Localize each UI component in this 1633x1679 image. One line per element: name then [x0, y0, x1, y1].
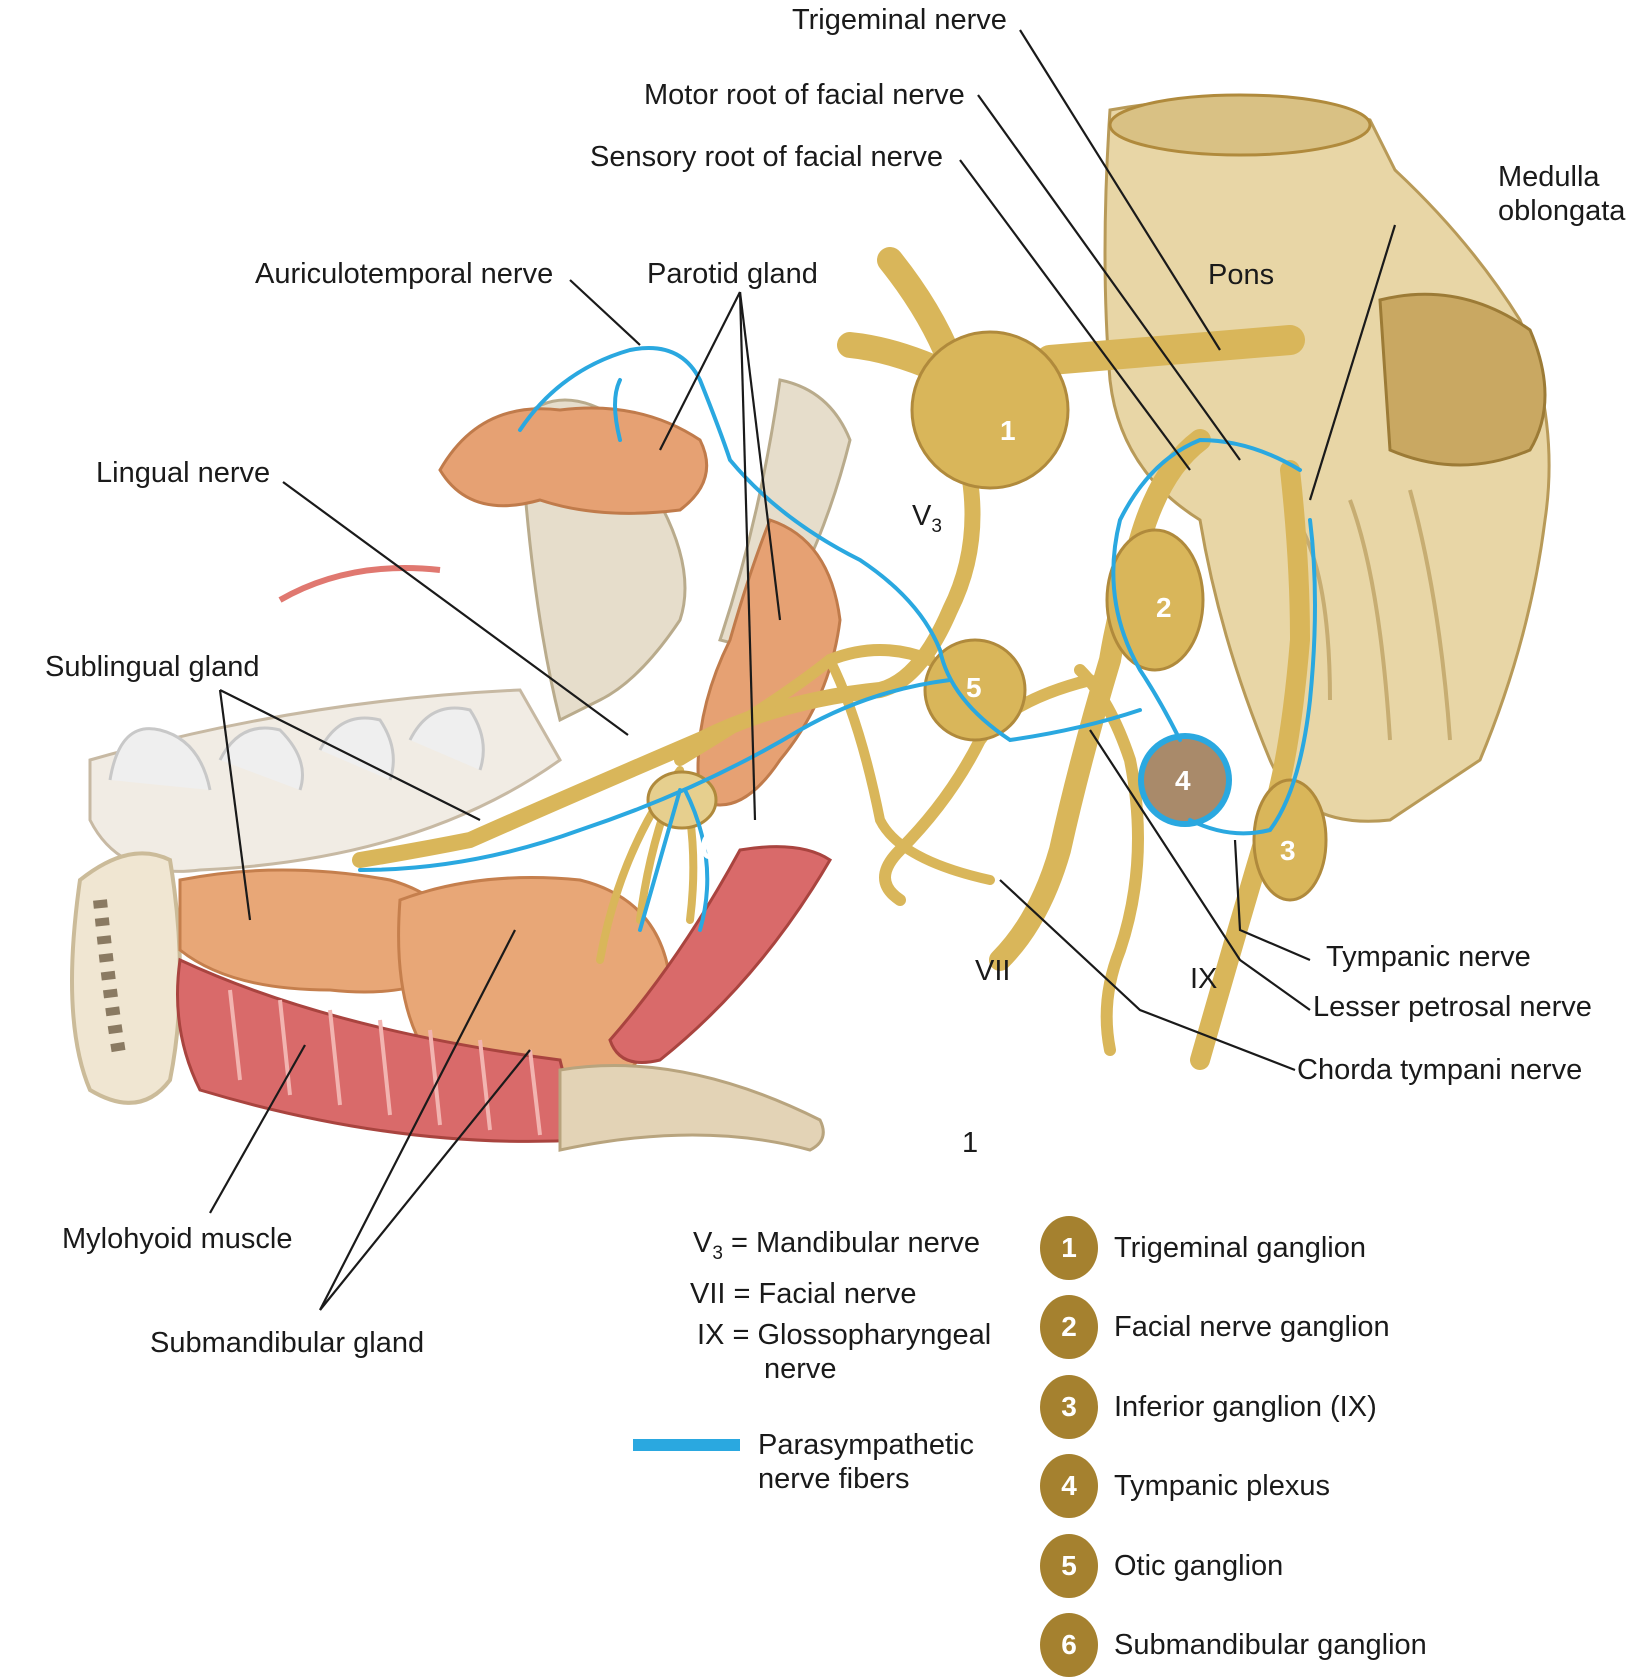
legend-label: Otic ganglion: [1114, 1549, 1284, 1582]
legend-badge: 4: [1040, 1454, 1098, 1518]
label-lingual-nerve: Lingual nerve: [96, 457, 271, 489]
parasympathetic-fibers: [358, 346, 1317, 932]
legend-label: Inferior ganglion (IX): [1114, 1390, 1377, 1423]
mark-ix: IX: [1190, 963, 1218, 995]
leader-lines: [209, 29, 1397, 1311]
label-auriculotemporal-nerve: Auriculotemporal nerve: [255, 258, 554, 290]
label-motor-root: Motor root of facial nerve: [644, 79, 965, 111]
label-sublingual-gland: Sublingual gland: [45, 651, 260, 683]
label-chorda-tympani-nerve: Chorda tympani nerve: [1297, 1054, 1583, 1086]
legend-item: 4 Tympanic plexus: [1040, 1454, 1330, 1518]
muscles: [176, 565, 833, 1152]
ganglion-mark-4: 4: [1175, 765, 1191, 796]
ganglion-mark-1: 1: [1000, 415, 1016, 446]
legend-item: 3 Inferior ganglion (IX): [1040, 1375, 1377, 1439]
ganglion-mark-5: 5: [966, 672, 982, 703]
abbr-ix-cont: nerve: [764, 1353, 837, 1385]
legend-label: Trigeminal ganglion: [1114, 1231, 1367, 1264]
mark-v3: V3: [912, 500, 942, 537]
nerves: [352, 247, 1311, 1070]
legend-badge: 1: [1040, 1216, 1098, 1280]
ganglion-mark-6: 6: [700, 826, 721, 867]
brainstem: [1103, 93, 1551, 823]
ganglion-mark-3: 3: [1280, 835, 1296, 866]
label-medulla-oblongata: Medulla oblongata: [1498, 161, 1626, 227]
legend-label: Submandibular ganglion: [1114, 1628, 1427, 1661]
label-submandibular-gland: Submandibular gland: [150, 1327, 425, 1359]
legend-item: 1 Trigeminal ganglion: [1040, 1216, 1367, 1280]
legend-badge: 2: [1040, 1295, 1098, 1359]
legend-label: Tympanic plexus: [1114, 1469, 1330, 1502]
label-mylohyoid-muscle: Mylohyoid muscle: [62, 1223, 293, 1255]
abbr-v3: V3 = Mandibular nerve: [693, 1227, 981, 1264]
legend-badge: 5: [1040, 1534, 1098, 1598]
legend-badge: 6: [1040, 1613, 1098, 1677]
abbr-ix: IX = Glossopharyngeal: [697, 1319, 992, 1351]
label-trigeminal-nerve: Trigeminal nerve: [792, 4, 1007, 36]
label-parotid-gland: Parotid gland: [647, 258, 818, 290]
ganglion-mark-2: 2: [1156, 592, 1172, 623]
legend-item: 5 Otic ganglion: [1040, 1534, 1284, 1598]
parasympathetic-legend-label: Parasympathetic nerve fibers: [758, 1429, 974, 1495]
label-pons: Pons: [1208, 259, 1275, 291]
abbr-vii: VII = Facial nerve: [690, 1278, 917, 1310]
mark-vii: VII: [975, 955, 1011, 987]
legend-item: 6 Submandibular ganglion: [1040, 1613, 1427, 1677]
legend-label: Facial nerve ganglion: [1114, 1310, 1390, 1343]
label-lesser-petrosal-nerve: Lesser petrosal nerve: [1313, 991, 1592, 1023]
legend-item: 2 Facial nerve ganglion: [1040, 1295, 1390, 1359]
label-tympanic-nerve: Tympanic nerve: [1326, 941, 1531, 973]
label-sensory-root: Sensory root of facial nerve: [590, 141, 944, 173]
ganglia: [646, 330, 1328, 902]
legend-badge: 3: [1040, 1375, 1098, 1439]
figure-number: 1: [962, 1127, 979, 1159]
